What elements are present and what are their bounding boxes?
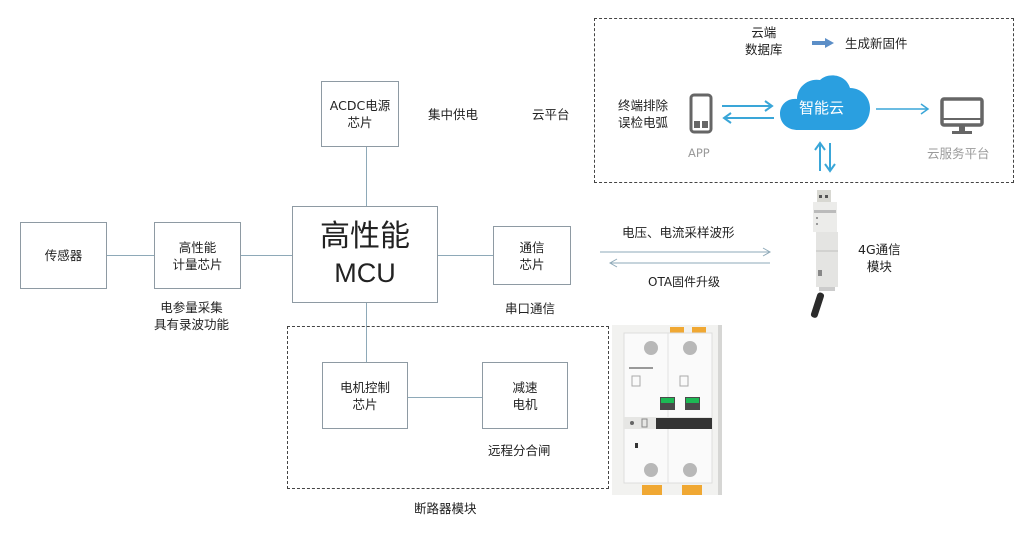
breaker-module-frame xyxy=(287,326,609,489)
cloud-name: 智能云 xyxy=(799,99,845,117)
motor-chip-line2: 芯片 xyxy=(352,396,378,412)
metering-chip-block: 高性能 计量芯片 xyxy=(154,222,241,289)
thick-arrow-icon xyxy=(812,38,834,48)
gear-motor-line1: 减速 xyxy=(512,379,538,395)
monitor-icon xyxy=(940,97,984,134)
cloud-icon xyxy=(780,75,870,130)
serial-comm-label: 串口通信 xyxy=(505,301,556,316)
cloud-platform-label: 云平台 xyxy=(532,107,570,122)
phone-icon xyxy=(689,93,713,134)
service-platform-label: 云服务平台 xyxy=(927,146,990,161)
sensor-label: 传感器 xyxy=(44,248,83,263)
mcu-subtitle: MCU xyxy=(334,257,396,288)
acdc-chip-block: ACDC电源 芯片 xyxy=(321,81,399,147)
acdc-chip-line2: 芯片 xyxy=(347,115,373,130)
new-firmware-label: 生成新固件 xyxy=(845,36,908,51)
metering-note-line2: 具有录波功能 xyxy=(154,317,230,332)
mcu-to-comm-line xyxy=(437,255,493,256)
gear-motor-block: 减速 电机 xyxy=(482,362,568,429)
acdc-to-mcu-line xyxy=(366,146,367,206)
bidirectional-arrow-icon xyxy=(722,100,774,124)
circuit-breaker-device-image xyxy=(612,325,722,495)
right-arrow-icon xyxy=(876,103,930,115)
4g-module-device-image xyxy=(810,190,838,318)
metering-chip-line1: 高性能 xyxy=(178,239,217,255)
downlink-label: OTA固件升级 xyxy=(648,275,721,289)
sensor-block: 传感器 xyxy=(20,222,107,289)
up-down-arrow-icon xyxy=(814,141,836,173)
uplink-arrow xyxy=(600,247,772,268)
cloud-database-line1: 云端 xyxy=(751,25,777,40)
comm-chip-line2: 芯片 xyxy=(519,256,545,272)
cloud-platform-frame xyxy=(594,18,1014,183)
sensor-to-metering-line xyxy=(107,255,154,256)
metering-note: 电参量采集 具有录波功能 xyxy=(154,299,229,333)
remote-switch-label: 远程分合闸 xyxy=(488,443,551,458)
terminal-note: 终端排除 误检电弧 xyxy=(618,97,668,131)
gear-motor-line2: 电机 xyxy=(512,396,538,412)
terminal-note-line1: 终端排除 xyxy=(618,98,669,113)
central-power-label: 集中供电 xyxy=(428,107,479,122)
cloud-database-line2: 数据库 xyxy=(745,42,783,57)
metering-note-line1: 电参量采集 xyxy=(160,300,223,315)
uplink-label: 电压、电流采样波形 xyxy=(622,225,735,240)
comm-chip-block: 通信 芯片 xyxy=(493,226,571,285)
4g-module-line1: 4G通信 xyxy=(858,242,901,257)
mcu-title: 高性能 xyxy=(320,218,410,254)
app-label: APP xyxy=(688,146,710,160)
4g-module-line2: 模块 xyxy=(866,259,892,274)
metering-chip-line2: 计量芯片 xyxy=(172,256,223,272)
motor-chip-line1: 电机控制 xyxy=(339,379,390,395)
4g-module-label: 4G通信 模块 xyxy=(858,241,901,275)
cloud-database-label: 云端 数据库 xyxy=(745,24,783,58)
motor-chip-to-gear-motor-line xyxy=(407,397,482,398)
acdc-chip-line1: ACDC电源 xyxy=(329,98,391,113)
terminal-note-line2: 误检电弧 xyxy=(618,115,669,130)
metering-to-mcu-line xyxy=(240,255,292,256)
mcu-to-motor-line xyxy=(366,302,367,362)
breaker-module-label: 断路器模块 xyxy=(414,501,477,516)
mcu-block: 高性能 MCU xyxy=(292,206,438,303)
motor-control-chip-block: 电机控制 芯片 xyxy=(322,362,408,429)
comm-chip-line1: 通信 xyxy=(519,239,545,255)
